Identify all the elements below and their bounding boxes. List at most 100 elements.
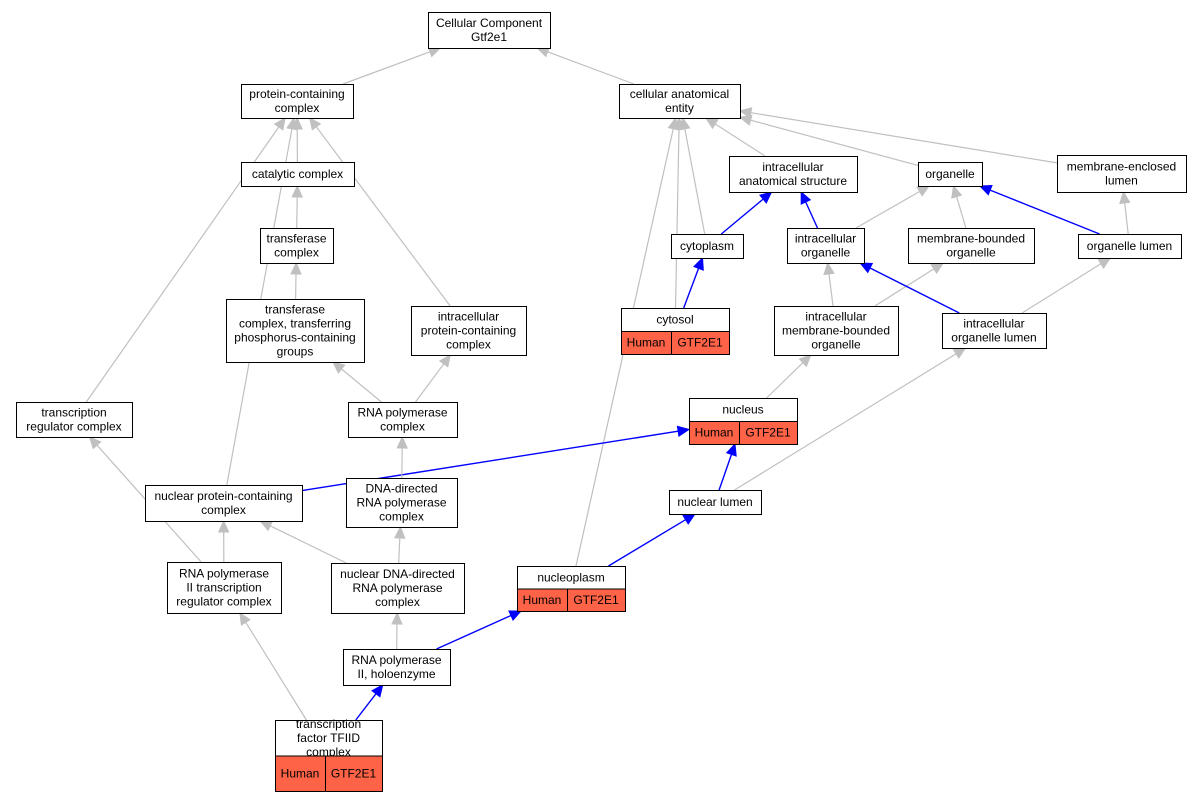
node-label-line: intracellular <box>762 160 823 174</box>
arrowhead <box>800 190 812 205</box>
arrowhead <box>978 184 993 196</box>
node-box <box>275 720 383 757</box>
node-label-line: organelle lumen <box>1087 239 1172 253</box>
node-olum[interactable]: organelle lumen <box>1078 234 1182 259</box>
node-label-line: Cellular Component <box>436 16 543 30</box>
node-label-line: transferase <box>266 232 326 246</box>
node-catc[interactable]: catalytic complex <box>241 162 355 187</box>
node-label-line: RNA polymerase <box>351 653 441 667</box>
node-box <box>343 649 451 686</box>
arrowhead <box>1119 190 1131 205</box>
node-label-line: nuclear protein-containing <box>154 489 292 503</box>
node-box <box>1078 234 1182 259</box>
edge-cyto-to-cae <box>679 116 706 235</box>
edge-tfc-to-catc <box>291 184 303 229</box>
arrowhead <box>273 117 286 131</box>
node-label-line: lumen <box>1105 174 1138 188</box>
node-label-line: membrane-enclosed <box>1067 160 1176 174</box>
arrowhead <box>239 611 251 626</box>
node-label-line: nuclear lumen <box>677 495 752 509</box>
arrowhead <box>391 611 403 625</box>
node-label-line: cellular anatomical <box>630 87 729 101</box>
node-label-line: organelle <box>925 167 975 181</box>
node-label-line: membrane-bounded <box>782 324 890 338</box>
edge-cytosol-to-cyto <box>683 256 704 309</box>
arrowhead <box>396 435 408 449</box>
node-box <box>241 162 355 187</box>
arrowhead <box>759 191 773 204</box>
arrowhead <box>676 425 691 438</box>
arrowhead <box>371 684 384 698</box>
edge-rnap-to-tfcp <box>332 361 382 403</box>
edge-cae-to-cc <box>536 46 635 85</box>
node-label-line: intracellular <box>438 310 499 324</box>
node-nlum[interactable]: nuclear lumen <box>669 490 762 515</box>
arrowhead <box>88 436 102 450</box>
node-box <box>331 563 465 614</box>
edge-olum-to-mel <box>1119 190 1131 235</box>
arrowhead <box>508 610 523 622</box>
node-label-line: complex <box>375 595 420 609</box>
node-label-line: regulator complex <box>176 595 271 609</box>
edge-iol-to-iorg <box>859 262 960 314</box>
node-label-line: II transcription <box>186 581 261 595</box>
edge-rnap2h-to-nucleoplasm <box>436 610 523 650</box>
node-box <box>428 12 551 49</box>
node-label-line: protein-containing <box>421 324 516 338</box>
arrowhead <box>738 107 753 119</box>
node-label-line: nucleus <box>722 403 763 417</box>
arrowhead <box>704 117 719 130</box>
node-box <box>1057 155 1187 193</box>
node-box <box>787 228 865 264</box>
arrowhead <box>291 184 303 198</box>
edge-rnap2h-to-nddrnap <box>391 611 403 650</box>
edge-iorg-to-ias <box>800 190 819 229</box>
arrowhead <box>725 442 737 457</box>
node-label-line: phosphorus-containing <box>234 331 355 345</box>
node-box <box>669 490 762 515</box>
edge-layer <box>85 46 1131 721</box>
arrowhead <box>259 520 274 532</box>
arrowhead <box>308 117 322 131</box>
node-box <box>348 402 458 438</box>
node-cyto[interactable]: cytoplasm <box>671 234 744 259</box>
node-label-line: organelle <box>801 246 851 260</box>
arrowhead <box>738 114 753 126</box>
arrowhead <box>290 261 302 275</box>
node-label-line: complex <box>201 503 246 517</box>
node-label-line: organelle lumen <box>951 331 1036 345</box>
annotation-gene-cell <box>325 755 383 792</box>
node-org[interactable]: organelle <box>918 162 983 187</box>
edge-mbo-to-org <box>951 184 967 229</box>
node-box <box>619 84 741 119</box>
arrowhead <box>438 354 452 368</box>
node-label-line: membrane-bounded <box>917 232 1025 246</box>
arrowhead <box>930 262 945 275</box>
arrowhead <box>916 185 931 197</box>
annotation-gene-cell <box>567 588 626 612</box>
